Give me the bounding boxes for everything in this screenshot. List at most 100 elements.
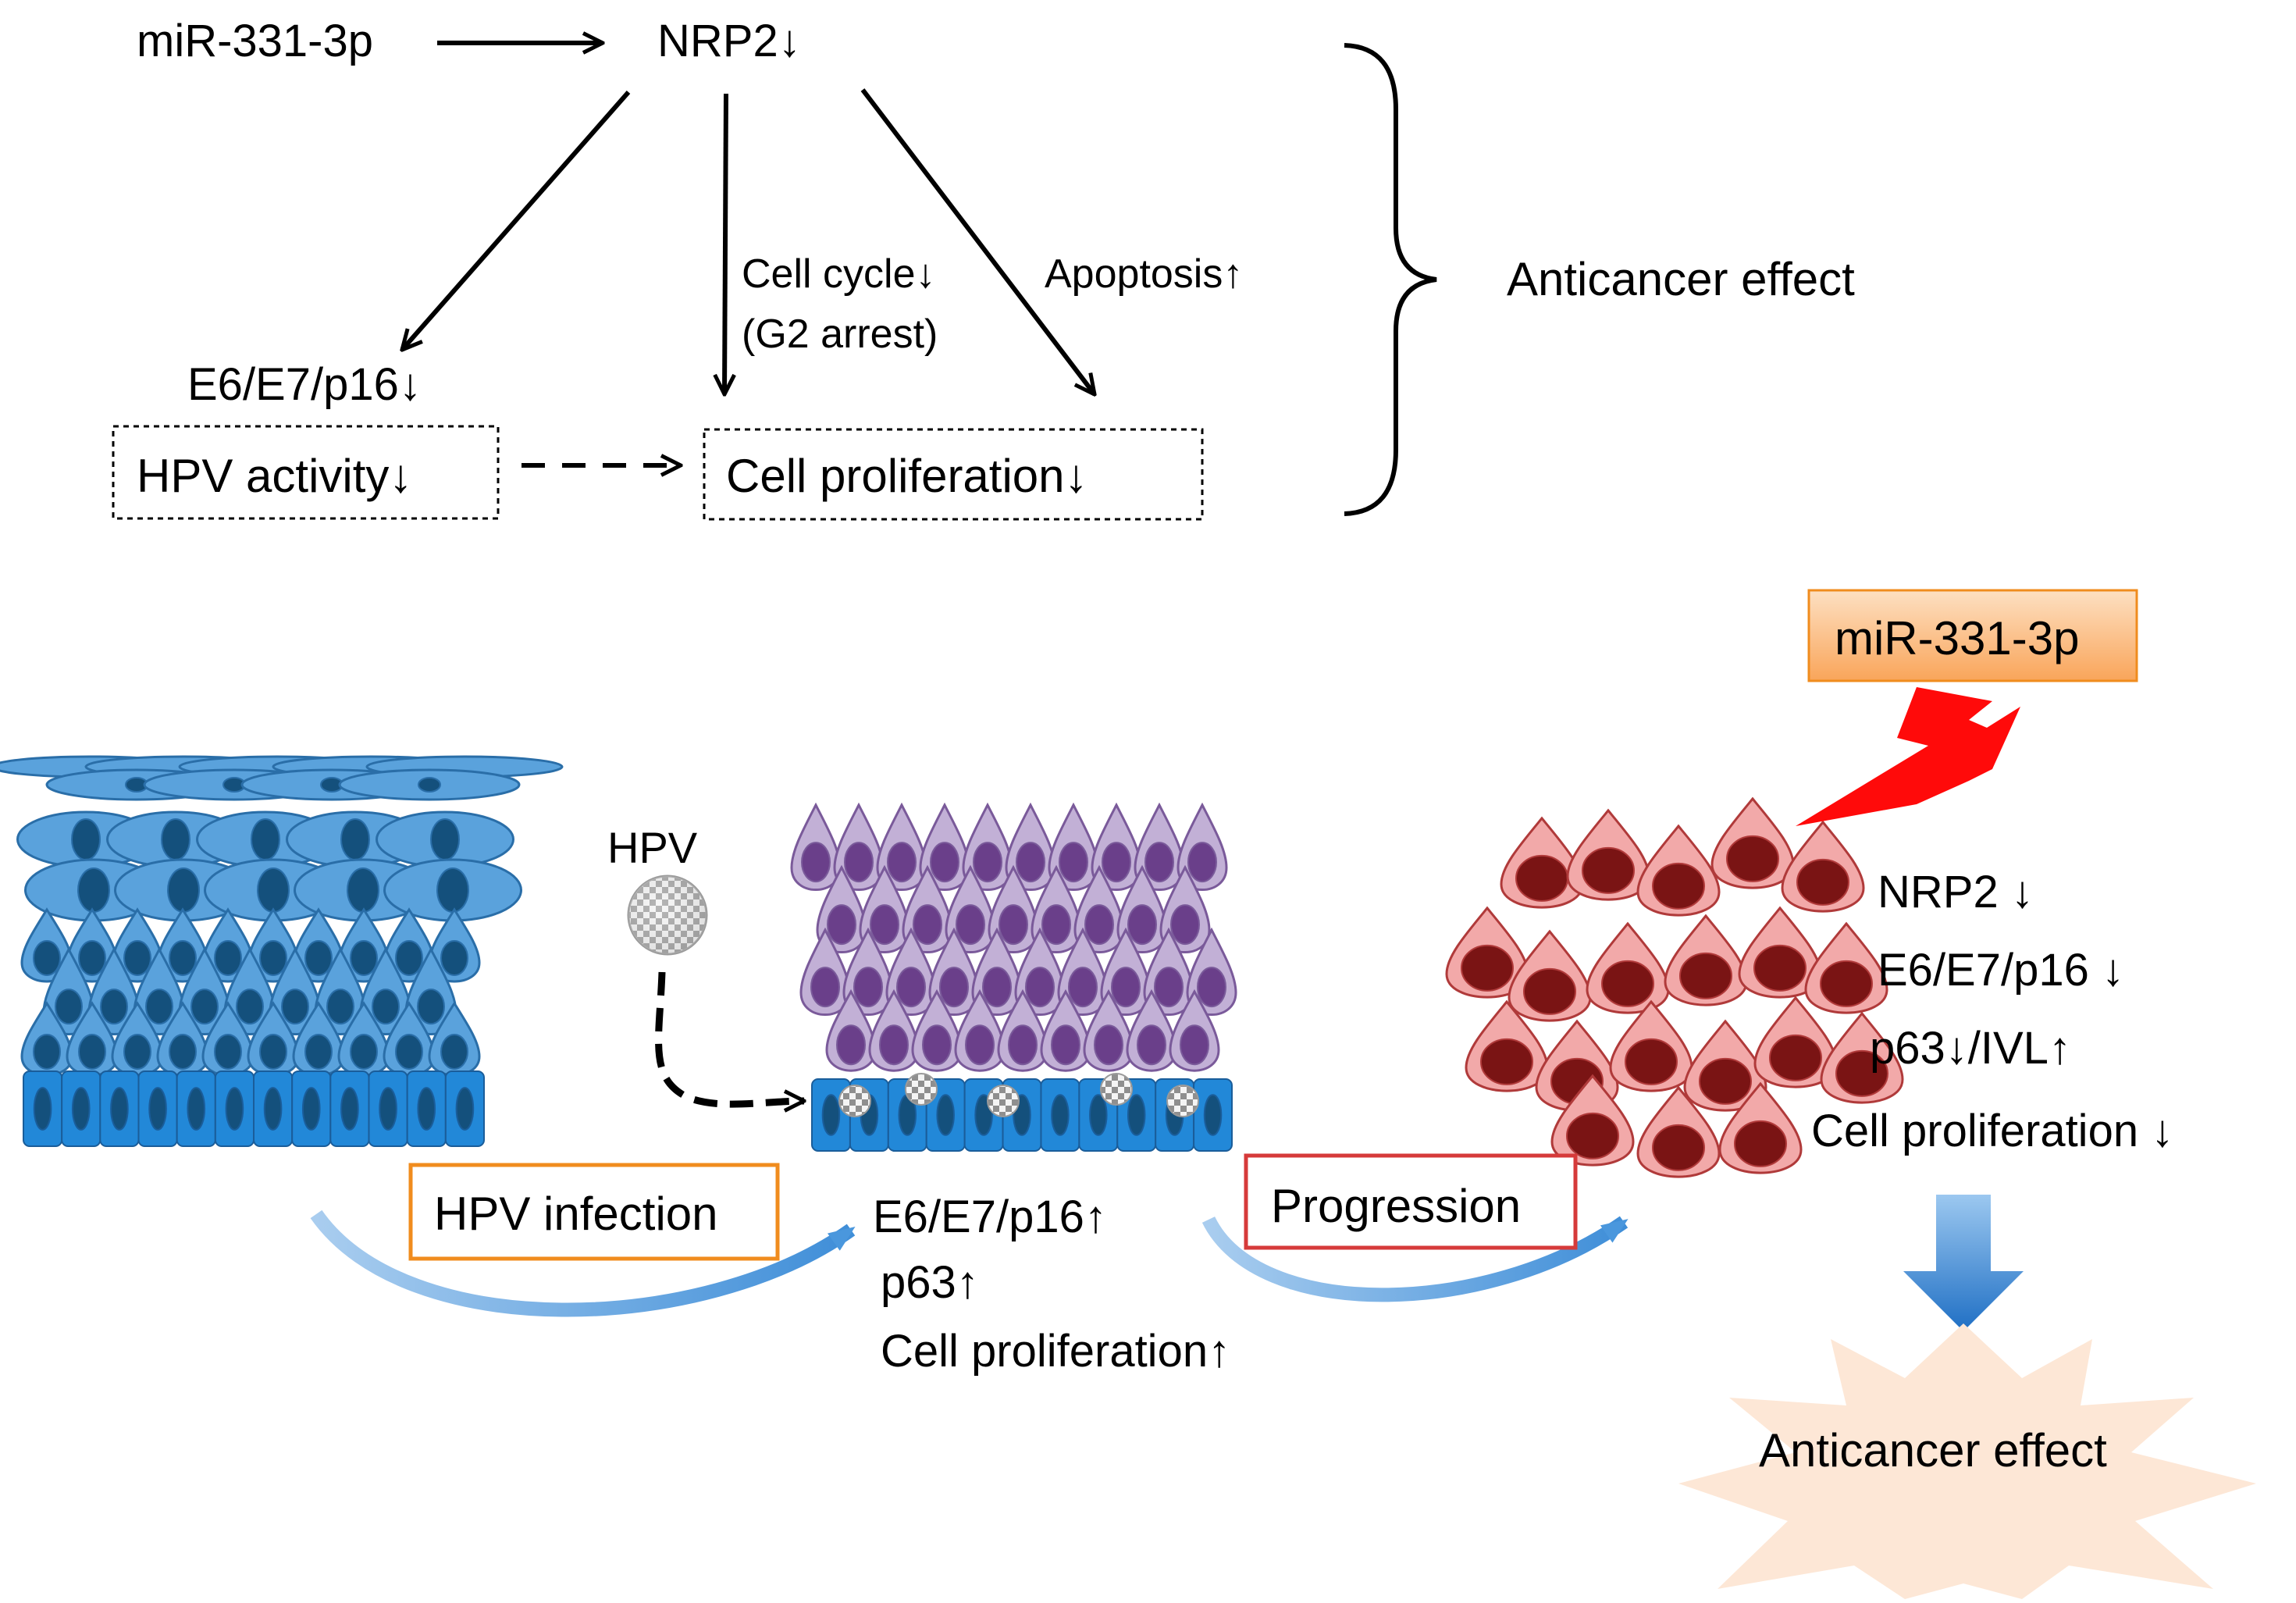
hpv-virion — [987, 1085, 1020, 1117]
cell-nucleus — [281, 989, 309, 1025]
cell-nucleus — [1180, 1024, 1209, 1066]
cell-nucleus — [1127, 1094, 1146, 1136]
cell-nucleus — [71, 818, 101, 860]
cell-nucleus — [1523, 967, 1576, 1015]
cell-nucleus — [169, 1034, 197, 1070]
cell-nucleus — [827, 904, 856, 946]
cell-nucleus — [251, 818, 280, 860]
cell-nucleus — [982, 967, 1012, 1008]
cell-nucleus — [145, 989, 173, 1025]
cell-nucleus — [148, 1087, 167, 1131]
cell-nucleus — [1102, 842, 1131, 883]
cell-nucleus — [1753, 944, 1807, 992]
cell-nucleus — [1170, 904, 1200, 946]
cell-nucleus — [836, 1024, 866, 1066]
cell-nucleus — [33, 1087, 52, 1131]
cell-nucleus — [1652, 862, 1705, 910]
cell-nucleus — [1089, 1094, 1108, 1136]
cell-nucleus — [801, 842, 831, 883]
cell-nucleus — [1084, 904, 1114, 946]
cell-nucleus — [1008, 1024, 1038, 1066]
cell-nucleus — [1041, 904, 1071, 946]
cell-nucleus — [440, 1034, 468, 1070]
cell-nucleus — [1769, 1034, 1822, 1081]
hpv-infection-box — [408, 1163, 780, 1261]
cell-nucleus — [936, 1094, 955, 1136]
cell-nucleus — [1734, 1120, 1787, 1167]
cell-nucleus — [1582, 846, 1635, 894]
anticancer-label: Anticancer effect — [1507, 253, 1855, 305]
cell-nucleus — [1144, 842, 1174, 883]
cell-nucleus — [55, 989, 83, 1025]
mir-label: miR-331-3p — [137, 16, 373, 66]
cell-nucleus — [1111, 967, 1141, 1008]
cell-nucleus — [870, 904, 899, 946]
cell-nucleus — [1051, 1094, 1070, 1136]
hpv-virion — [905, 1073, 938, 1106]
cell-nucleus — [263, 1087, 283, 1131]
cell-nucleus — [214, 940, 242, 976]
cell-nucleus — [417, 989, 445, 1025]
infected-marker: E6/E7/p16↑ — [873, 1192, 1107, 1242]
cell-nucleus — [1566, 1112, 1619, 1160]
treated-marker: p63↓/IVL↑ — [1870, 1023, 2071, 1074]
cell-nucleus — [1187, 842, 1217, 883]
cell-nucleus — [71, 1087, 91, 1131]
cell-nucleus — [1515, 854, 1568, 902]
cell-nucleus — [33, 1034, 61, 1070]
cell-nucleus — [77, 867, 110, 913]
nrp2-to-proliferation-arrow — [724, 93, 726, 394]
cell-nucleus — [1203, 1094, 1223, 1136]
cell-nucleus — [973, 842, 1002, 883]
cell-nucleus — [161, 818, 190, 860]
cell-nucleus — [844, 842, 874, 883]
cell-nucleus — [372, 989, 400, 1025]
cell-nucleus — [821, 1094, 841, 1136]
cell-nucleus — [896, 967, 926, 1008]
cell-nucleus — [350, 940, 378, 976]
treated-marker-list: NRP2 ↓ E6/E7/p16 ↓ p63↓/IVL↑ Cell prolif… — [1811, 867, 2173, 1156]
hpv-particle — [627, 875, 708, 956]
hpv-virion — [1166, 1085, 1199, 1117]
treated-marker: Cell proliferation ↓ — [1811, 1106, 2173, 1156]
cell-nucleus — [304, 940, 333, 976]
cell-cycle-label: Cell cycle↓ — [742, 251, 936, 297]
cell-nucleus — [1127, 904, 1157, 946]
hpv-virion — [1100, 1073, 1133, 1106]
cell-nucleus — [998, 904, 1028, 946]
cell-nucleus — [1197, 967, 1226, 1008]
cell-nucleus — [340, 1087, 359, 1131]
anticancer-result-label: Anticancer effect — [1759, 1424, 2107, 1477]
anticancer-brace — [1344, 43, 1437, 516]
cell-nucleus — [395, 940, 423, 976]
infected-marker: p63↑ — [881, 1257, 979, 1308]
cell-nucleus — [78, 940, 106, 976]
cell-nucleus — [436, 867, 469, 913]
cell-nucleus — [1726, 835, 1779, 882]
g2-arrest-label: (G2 arrest) — [742, 312, 938, 357]
hpv-activity-label: HPV activity↓ — [137, 450, 412, 502]
infected-epithelium — [790, 802, 1237, 1152]
cell-nucleus — [887, 842, 917, 883]
cell-nucleus — [236, 989, 264, 1025]
cell-nucleus — [33, 940, 61, 976]
cell-nucleus — [879, 1024, 909, 1066]
cell-nucleus — [350, 1034, 378, 1070]
cell-nucleus — [1154, 967, 1184, 1008]
cell-nucleus — [418, 777, 441, 793]
cell-nucleus — [379, 1087, 397, 1131]
cell-nucleus — [430, 818, 460, 860]
cell-nucleus — [1068, 967, 1098, 1008]
mir-box-label: miR-331-3p — [1835, 612, 2079, 664]
cell-nucleus — [304, 1034, 333, 1070]
cell-nucleus — [78, 1034, 106, 1070]
cell-nucleus — [913, 904, 942, 946]
cell-nucleus — [169, 940, 197, 976]
infected-marker: Cell proliferation↑ — [881, 1326, 1230, 1377]
cell-nucleus — [417, 1087, 436, 1131]
anticancer-burst — [1678, 1323, 2256, 1599]
nrp2-to-apoptosis-arrow — [860, 88, 1095, 394]
cell-nucleus — [1051, 1024, 1080, 1066]
